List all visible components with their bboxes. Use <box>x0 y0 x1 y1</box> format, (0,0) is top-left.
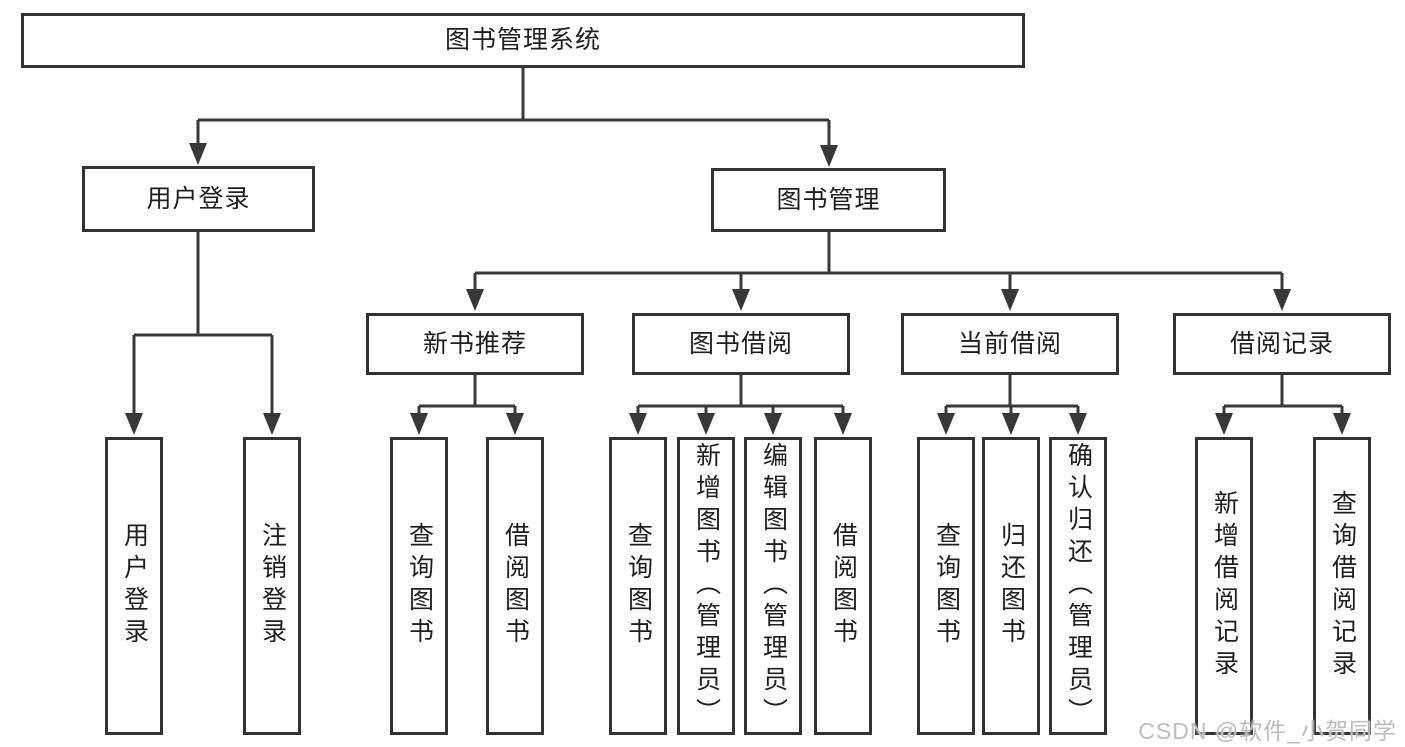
node-borrow-records: 借阅记录 <box>1173 313 1391 375</box>
arrowhead-new-book <box>466 289 484 311</box>
leaf-query-books-recommend: 查询图书 <box>390 437 448 735</box>
leaf-confirm-return-admin: 确认归还（管理员） <box>1049 437 1107 735</box>
node-current-borrow: 当前借阅 <box>901 313 1119 375</box>
arrowhead-leaf-user-login <box>125 413 143 435</box>
arrowhead-br-add <box>1215 413 1233 435</box>
arrowhead-book-management <box>820 145 838 167</box>
leaf-logout: 注销登录 <box>243 437 301 735</box>
leaf-borrow-books-borrow: 借阅图书 <box>814 437 872 735</box>
connector-book-management-to-level3 <box>473 232 1284 294</box>
leaf-query-books-current: 查询图书 <box>917 437 975 735</box>
connector-root-to-level2 <box>196 68 831 150</box>
leaf-add-borrow-record: 新增借阅记录 <box>1195 437 1253 735</box>
leaf-edit-book-admin: 编辑图书（管理员） <box>744 437 802 735</box>
arrowhead-leaf-logout <box>263 413 281 435</box>
arrowhead-nb-query <box>410 413 428 435</box>
leaf-user-login: 用户登录 <box>105 437 163 735</box>
connector-new-book-to-leaves <box>417 375 517 418</box>
arrowhead-cb-query <box>937 413 955 435</box>
node-book-management: 图书管理 <box>711 168 946 232</box>
csdn-watermark: CSDN @软件_小贺同学 <box>1138 718 1397 744</box>
leaf-query-books-borrow: 查询图书 <box>609 437 667 735</box>
arrowhead-bb-query <box>629 413 647 435</box>
arrowhead-book-borrow <box>732 289 750 311</box>
connector-borrow-records-to-leaves <box>1222 375 1344 418</box>
arrowhead-bb-edit <box>764 413 782 435</box>
leaf-return-book: 归还图书 <box>982 437 1040 735</box>
arrowhead-nb-borrow <box>506 413 524 435</box>
node-user-login: 用户登录 <box>82 166 315 232</box>
arrowhead-br-query <box>1333 413 1351 435</box>
connector-current-borrow-to-leaves <box>944 375 1080 418</box>
arrowhead-cb-return <box>1002 413 1020 435</box>
connector-user-login-to-leaves <box>132 232 274 418</box>
node-book-borrow: 图书借阅 <box>632 313 850 375</box>
node-new-book-recommend: 新书推荐 <box>366 313 584 375</box>
arrowhead-current-borrow <box>1001 289 1019 311</box>
arrowhead-bb-add <box>697 413 715 435</box>
arrowhead-borrow-records <box>1273 289 1291 311</box>
leaf-add-book-admin: 新增图书（管理员） <box>677 437 735 735</box>
leaf-query-borrow-record: 查询借阅记录 <box>1313 437 1371 735</box>
arrowhead-cb-confirm <box>1069 413 1087 435</box>
arrowhead-user-login <box>189 143 207 165</box>
leaf-borrow-books-recommend: 借阅图书 <box>486 437 544 735</box>
connector-book-borrow-to-leaves <box>636 375 845 418</box>
arrowhead-bb-borrow <box>834 413 852 435</box>
node-root: 图书管理系统 <box>21 13 1025 68</box>
